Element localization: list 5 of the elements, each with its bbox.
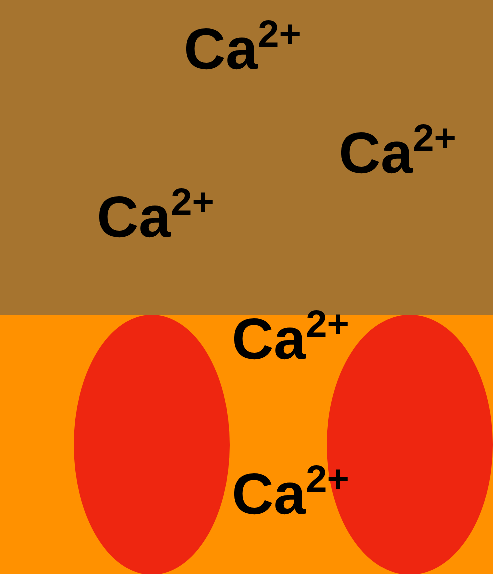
ion-label: Ca$^{2+}$ (232, 463, 350, 529)
ion-label: Ca$^{2+}$ (339, 122, 456, 188)
ion-label: Ca$^{2+}$ (184, 18, 302, 84)
ion-label: Ca$^{2+}$ (97, 186, 214, 252)
ion-label: Ca$^{2+}$ (232, 308, 350, 374)
